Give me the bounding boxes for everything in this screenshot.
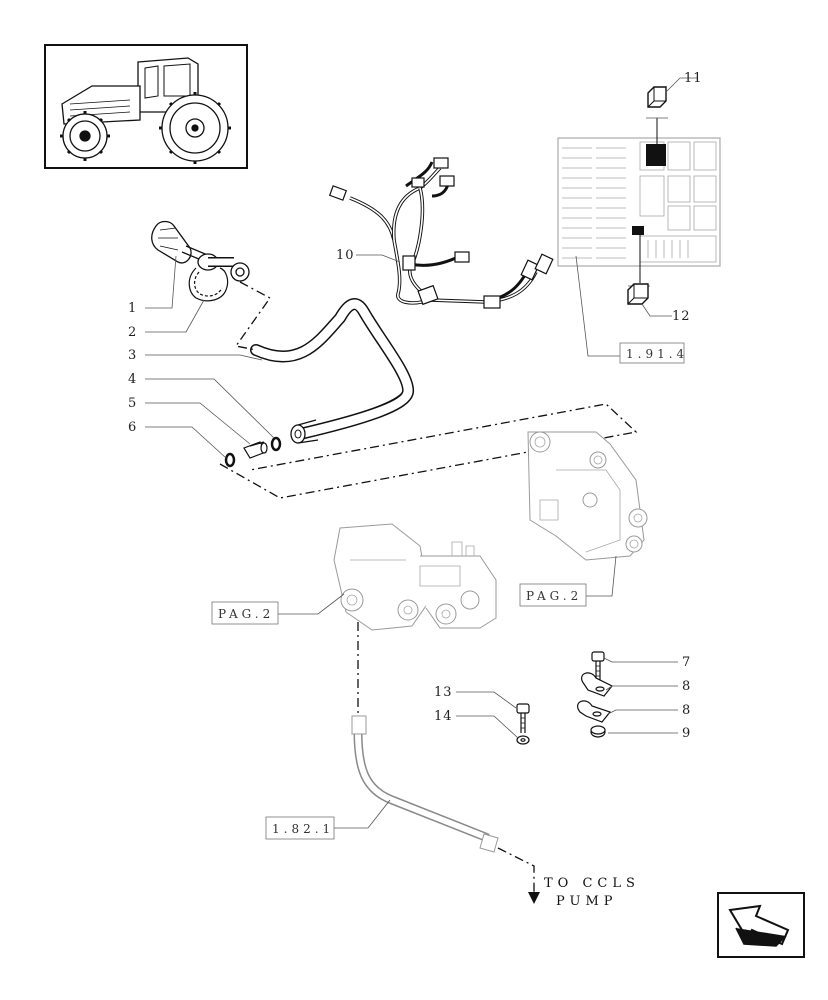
- tractor-icon: [60, 57, 231, 164]
- ref-box-pipe[interactable]: 1.82.1: [265, 799, 391, 840]
- callout-2: 2: [128, 325, 137, 340]
- ref-box-valve-left[interactable]: PAG.2: [211, 593, 345, 625]
- svg-text:PAG.2: PAG.2: [526, 589, 582, 603]
- clamp-half-8a[interactable]: [581, 672, 613, 697]
- tractor-thumbnail[interactable]: [44, 44, 248, 169]
- clamp-half-8b[interactable]: [577, 700, 612, 723]
- next-page-arrow-icon[interactable]: [717, 892, 805, 958]
- control-valve-right[interactable]: [527, 431, 648, 561]
- ref-box-valve-right[interactable]: PAG.2: [519, 555, 617, 607]
- harness-connectors: [328, 157, 554, 309]
- callout-13: 13: [434, 685, 453, 700]
- svg-text:1.82.1: 1.82.1: [272, 822, 334, 836]
- callout-8b: 8: [682, 703, 691, 718]
- connector-plug[interactable]: [151, 220, 250, 282]
- routing-lines: [219, 281, 638, 898]
- relay-12[interactable]: [627, 283, 672, 317]
- callout-10: 10: [336, 248, 355, 263]
- callout-3: 3: [128, 348, 137, 363]
- destination-line-1: TO CCLS: [544, 876, 640, 891]
- o-ring[interactable]: [270, 436, 282, 452]
- destination-label: TO CCLS PUMP: [544, 876, 640, 909]
- control-valve-left[interactable]: [333, 523, 497, 631]
- destination-line-2: PUMP: [556, 894, 618, 909]
- protective-cap[interactable]: [188, 267, 229, 302]
- bolt-13[interactable]: [516, 703, 530, 733]
- callout-leaders: [145, 254, 678, 739]
- relay-11[interactable]: [647, 77, 698, 108]
- callout-6: 6: [128, 420, 137, 435]
- callout-14: 14: [434, 709, 453, 724]
- ref-box-fusebox[interactable]: 1.91.4: [575, 255, 688, 364]
- callout-11: 11: [684, 71, 703, 86]
- flow-arrow: [528, 892, 540, 904]
- svg-text:PAG.2: PAG.2: [218, 607, 274, 621]
- callout-1: 1: [128, 301, 137, 316]
- callout-5: 5: [128, 396, 137, 411]
- washer-14[interactable]: [516, 735, 530, 745]
- svg-text:1.91.4: 1.91.4: [626, 347, 688, 361]
- sealing-washer[interactable]: [224, 452, 236, 468]
- callout-12: 12: [672, 309, 691, 324]
- callout-7: 7: [682, 655, 691, 670]
- callout-4: 4: [128, 372, 137, 387]
- hydraulic-pipe[interactable]: [250, 298, 414, 444]
- adapter-fitting[interactable]: [243, 441, 268, 459]
- nut-9[interactable]: [590, 725, 606, 738]
- callout-9: 9: [682, 726, 691, 741]
- bolt-7[interactable]: [591, 651, 605, 685]
- callout-numbers: 1 2 3 4 5 6 10 11 12 7 8 8 9 13 14: [128, 71, 703, 741]
- return-pipe[interactable]: [351, 715, 499, 853]
- callout-8a: 8: [682, 679, 691, 694]
- fuse-box: [557, 117, 721, 287]
